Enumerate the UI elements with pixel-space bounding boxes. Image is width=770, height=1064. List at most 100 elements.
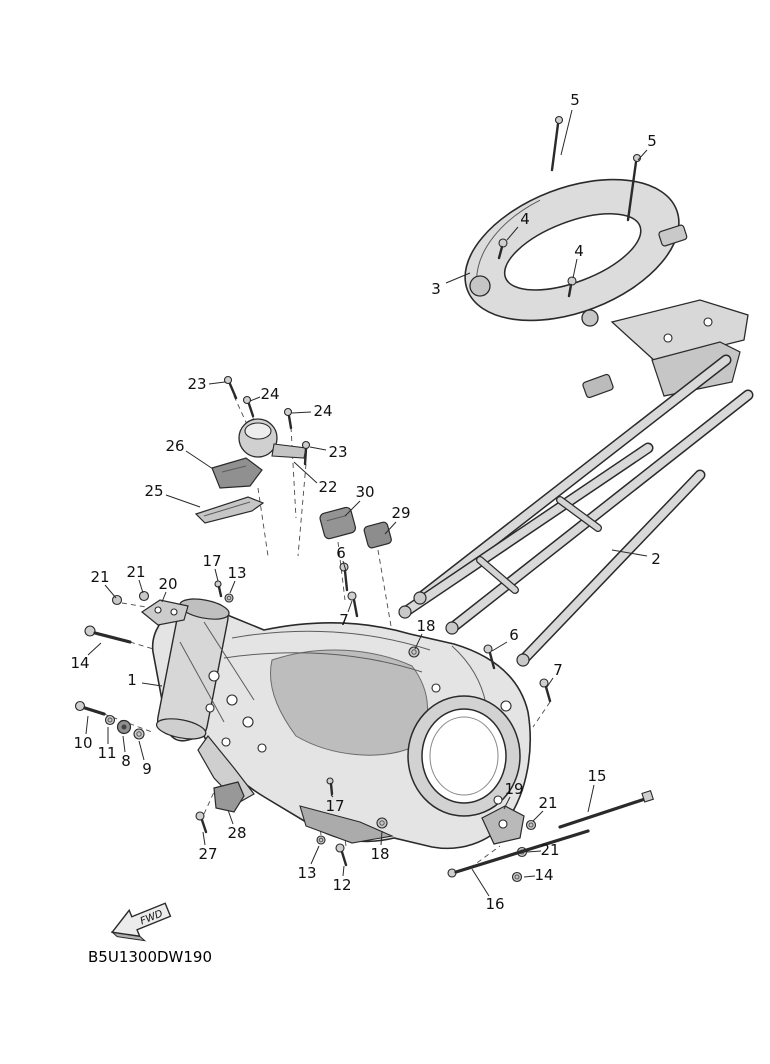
nut-18a [408, 646, 420, 658]
leader-line-2 [611, 549, 648, 557]
screw-23a [223, 375, 233, 385]
grab-bar [464, 178, 688, 327]
main-frame [151, 598, 531, 850]
screw-24b [283, 407, 293, 417]
leader-line-18 [414, 633, 423, 650]
callout-23: 23 [187, 375, 206, 393]
leader-line-14 [523, 875, 536, 878]
callout-21: 21 [540, 841, 559, 859]
rear-lower-group [447, 789, 654, 883]
bracket-20 [140, 599, 189, 626]
callout-22: 22 [318, 478, 337, 496]
callout-13: 13 [227, 564, 246, 582]
callout-17: 17 [202, 552, 221, 570]
damper-26 [211, 457, 263, 489]
callout-7: 7 [553, 661, 563, 679]
washer-13b [316, 835, 326, 845]
bracket-28-group [195, 781, 245, 834]
leader-line-29 [384, 521, 397, 535]
grab-bar-right-mount [658, 224, 688, 247]
callout-12: 12 [332, 876, 351, 894]
center-fasteners [339, 562, 552, 829]
callout-15: 15 [587, 767, 606, 785]
nut-21a [111, 594, 123, 606]
bolt-15 [558, 797, 647, 829]
callout-6: 6 [509, 626, 519, 644]
leader-line-17 [330, 794, 334, 798]
callout-4: 4 [574, 242, 584, 260]
callout-14: 14 [534, 866, 553, 884]
bolt-12 [335, 843, 345, 853]
leader-line-26 [185, 450, 214, 470]
callout-10: 10 [73, 734, 92, 752]
bracket-20-group [84, 580, 234, 644]
bracket-22-fasteners [223, 375, 311, 466]
screw-17b [326, 777, 334, 785]
screw-5a [554, 115, 564, 125]
callout-16: 16 [485, 895, 504, 913]
callout-28: 28 [227, 824, 246, 842]
grab-bar-left-mount [469, 275, 491, 297]
damper-8-bore [121, 724, 127, 730]
leader-line-20 [161, 591, 167, 603]
callout-19: 19 [504, 780, 523, 798]
callout-11: 11 [97, 744, 116, 762]
callout-26: 26 [165, 437, 184, 455]
callout-8: 8 [121, 752, 131, 770]
callout-23: 23 [328, 443, 347, 461]
leader-line-13 [310, 845, 320, 865]
fwd-arrow: FWD [110, 902, 172, 942]
leader-line-3 [445, 272, 471, 284]
callout-30: 30 [355, 483, 374, 501]
collar-9 [133, 728, 145, 740]
callout-9: 9 [142, 760, 152, 778]
front-lower-fasteners [74, 700, 145, 740]
leader-line-18 [380, 830, 383, 846]
steering-head-tube [155, 598, 230, 740]
leader-line-22 [293, 461, 318, 484]
bolt-7a [347, 591, 357, 601]
callout-29: 29 [391, 504, 410, 522]
callout-6: 6 [336, 544, 346, 562]
callout-21: 21 [90, 568, 109, 586]
callout-14: 14 [70, 654, 89, 672]
leader-line-13 [229, 580, 236, 594]
leader-line-28 [227, 809, 234, 825]
washer-14b [511, 871, 523, 883]
leader-line-5 [637, 149, 648, 161]
nut-21b [138, 590, 150, 602]
screw-17a [214, 580, 222, 588]
bolt-14a [84, 625, 96, 637]
bolt-10 [74, 700, 86, 712]
callout-17: 17 [325, 797, 344, 815]
part-code-text: B5U1300DW190 [88, 948, 212, 966]
bracket-22 [238, 418, 307, 459]
callout-21: 21 [126, 563, 145, 581]
leader-line-21 [104, 584, 117, 599]
bottom-center-fasteners [316, 777, 348, 867]
callout-27: 27 [198, 845, 217, 863]
callout-21: 21 [538, 794, 557, 812]
leader-line-8 [122, 735, 126, 753]
leader-line-15 [587, 784, 595, 813]
leader-line-4 [506, 226, 519, 241]
screw-23b [301, 440, 311, 450]
grab-bar-rear-mount [581, 309, 599, 327]
leader-line-9 [138, 740, 145, 761]
bracket-28 [213, 781, 245, 813]
callout-18: 18 [416, 617, 435, 635]
nut-21c [525, 819, 537, 831]
leader-line-23 [208, 381, 226, 385]
subframe-rails [399, 354, 754, 666]
callout-5: 5 [647, 132, 657, 150]
callout-24: 24 [313, 402, 332, 420]
callout-1: 1 [127, 671, 137, 689]
leader-line-24 [291, 411, 312, 414]
leader-line-7 [347, 600, 353, 613]
callout-18: 18 [370, 845, 389, 863]
leader-line-6 [342, 560, 347, 572]
leader-line-23 [309, 446, 327, 451]
leader-line-24 [249, 396, 261, 402]
